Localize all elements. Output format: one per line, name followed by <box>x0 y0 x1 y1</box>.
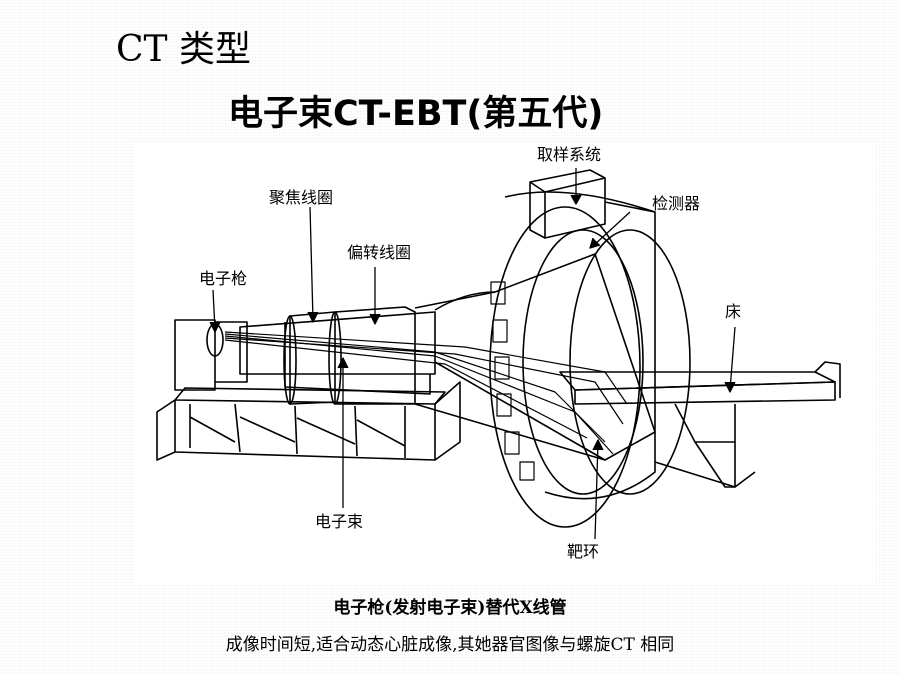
caption-bold-line: 电子枪(发射电子束)替代X线管 <box>333 598 567 618</box>
label-deflection-coil: 偏转线圈 <box>347 243 412 262</box>
ebt-scanner-diagram: 取样系统 聚焦线圈 检测器 偏转线圈 电子枪 床 电子束 靶环 <box>135 142 875 585</box>
support-frame <box>156 381 461 461</box>
ebt-scanner-drawing <box>156 168 841 540</box>
label-sampling-system: 取样系统 <box>537 145 602 164</box>
label-bed: 床 <box>725 302 742 321</box>
label-electron-gun: 电子枪 <box>199 269 248 288</box>
tube-body <box>239 311 436 395</box>
focusing-coil <box>283 311 336 405</box>
caption-body-line: 成像时间短,适合动态心脏成像,其她器官图像与螺旋CT 相同 <box>225 635 675 655</box>
slide-subtitle: 电子束CT-EBT(第五代) <box>228 94 604 134</box>
label-electron-beam: 电子束 <box>315 512 364 531</box>
deflection-coil <box>328 306 416 405</box>
label-target-ring: 靶环 <box>567 542 600 561</box>
label-focusing-coil: 聚焦线圈 <box>269 188 334 207</box>
patient-bed <box>559 361 841 488</box>
target-ring-blocks <box>490 281 535 481</box>
label-detector: 检测器 <box>652 194 701 213</box>
expanding-cone <box>414 253 656 461</box>
pointer-arrows <box>209 168 736 540</box>
electron-gun-housing <box>174 319 248 391</box>
slide-title: CT 类型 <box>116 29 252 70</box>
sampling-system-box <box>529 169 606 239</box>
